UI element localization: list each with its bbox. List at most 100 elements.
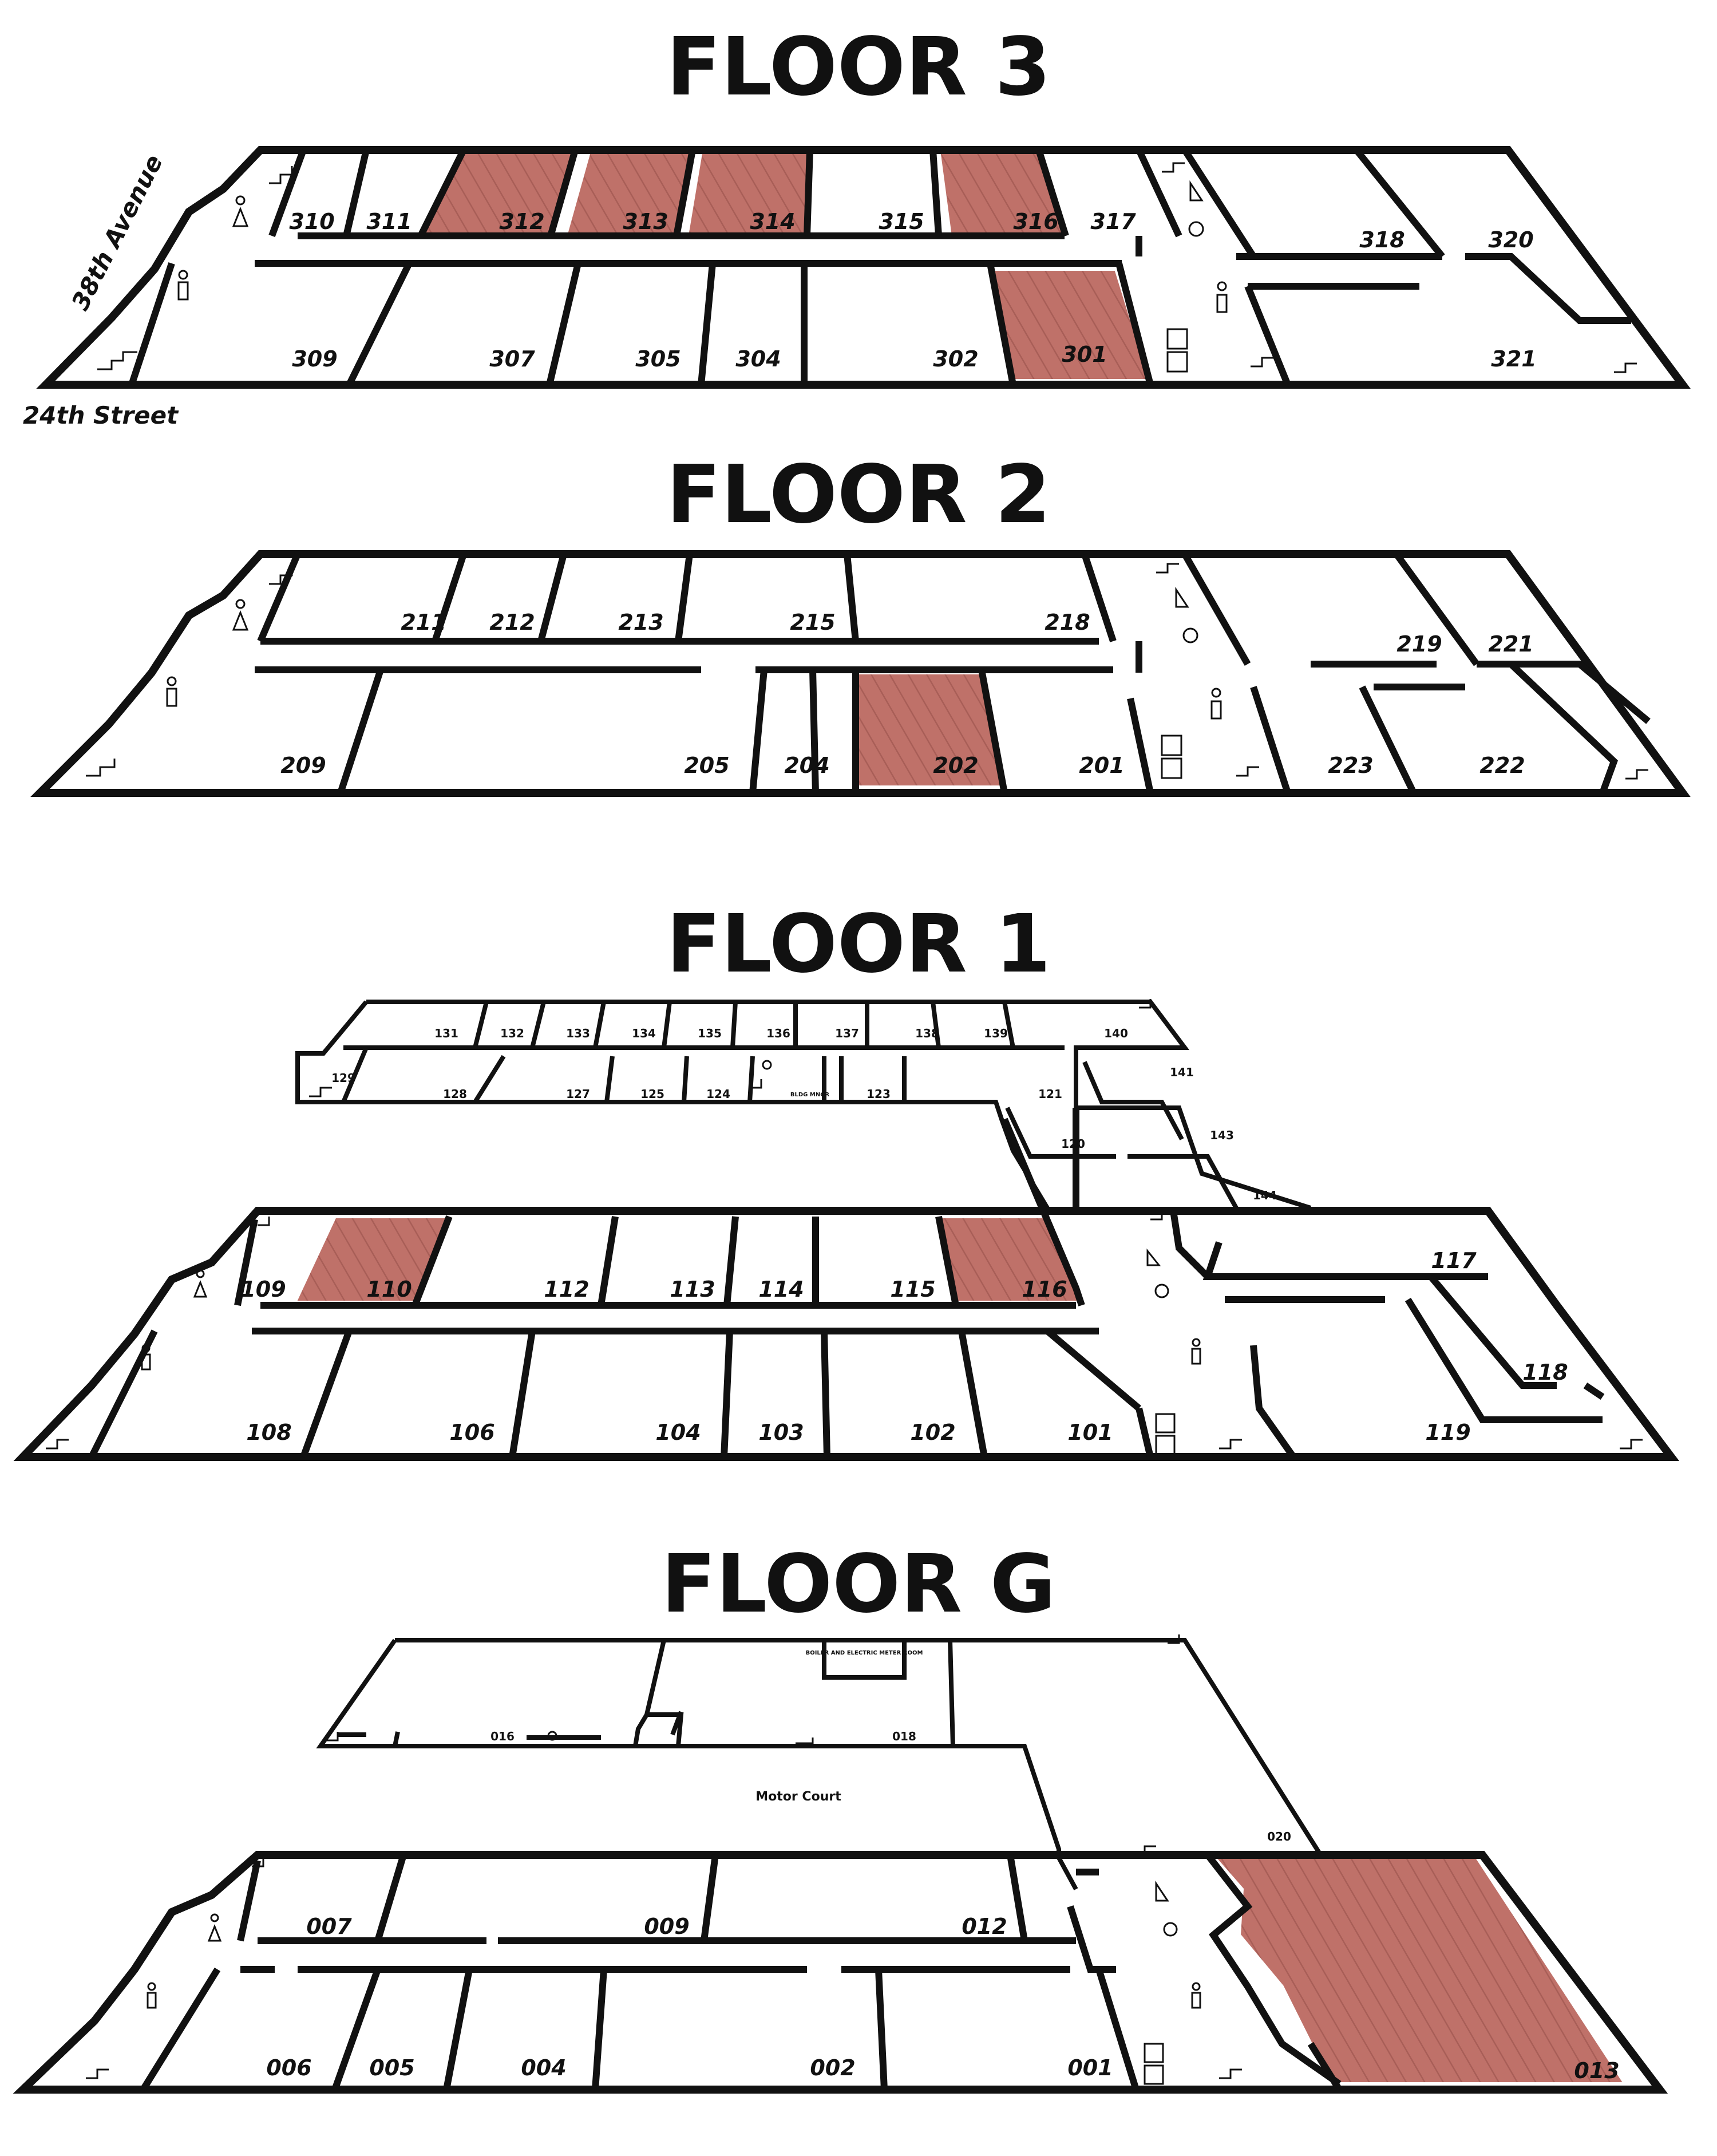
room-118-label: 118: [1522, 1360, 1568, 1385]
room-204-label: 204: [784, 753, 829, 778]
floor-1-connector-walls: [1001, 1108, 1141, 1411]
room-114-label: 114: [758, 1277, 804, 1302]
room-301-label: 301: [1062, 342, 1107, 367]
room-115-label: 115: [890, 1277, 935, 1302]
restroom-icon: [141, 1344, 151, 1371]
floor-3-title: FLOOR 3: [666, 21, 1051, 114]
floor-g-upper-details: [338, 1711, 683, 1747]
room-104-label: 104: [655, 1420, 701, 1445]
room-222-label: 222: [1479, 753, 1525, 778]
room-136-label: 136: [766, 1026, 790, 1040]
restroom-icon: [1191, 1338, 1201, 1365]
stairs-icon: [1219, 2068, 1242, 2079]
room-309-label: 309: [292, 346, 337, 372]
room-143-label: 143: [1210, 1128, 1234, 1142]
room-113-label: 113: [670, 1277, 715, 1302]
stairs-icon: [1139, 999, 1152, 1009]
floor-3: FLOOR 3 310 311 312 313 314 315 316: [23, 21, 1691, 429]
floor-g-lower-dividers-bottom: [140, 1967, 1343, 2092]
room-307-label: 307: [489, 346, 535, 372]
room-313-label: 313: [623, 209, 668, 234]
floor-3-corridor-walls: [255, 232, 1631, 324]
room-007-label: 007: [306, 1914, 352, 1939]
room-314-label: 314: [750, 209, 795, 234]
stairs-icon: [1156, 563, 1179, 574]
room-219-label: 219: [1396, 631, 1442, 657]
restroom-icon: [232, 195, 249, 227]
room-202-label: 202: [933, 753, 978, 778]
stairs-icon: [1219, 1439, 1242, 1450]
floor-2-room-dividers-top: [257, 552, 1618, 795]
room-221-label: 221: [1488, 631, 1533, 657]
restroom-icon: [207, 1913, 222, 1942]
room-106-label: 106: [449, 1420, 494, 1445]
room-315-label: 315: [879, 209, 924, 234]
room-304-label: 304: [735, 346, 781, 372]
floor-2: FLOOR 2 211 212 213 215 218 219 221 209 …: [30, 448, 1691, 797]
stairs-icon: [309, 1087, 332, 1097]
floor-1-lower-outline: [13, 1207, 1680, 1461]
room-124-label: 124: [706, 1087, 730, 1101]
floor-g: FLOOR G BOILER AND ELECTRIC METER ROOM 0…: [13, 1538, 1668, 2094]
floor-3-room-dividers-top: [268, 148, 1445, 259]
room-131-label: 131: [434, 1026, 458, 1040]
room-138-label: 138: [915, 1026, 939, 1040]
room-013-label: 013: [1574, 2058, 1619, 2083]
room-305-label: 305: [635, 346, 681, 372]
room-212-label: 212: [489, 610, 535, 635]
accessible-restroom-icon: [1188, 180, 1204, 237]
accessible-restroom-icon: [1146, 1248, 1169, 1298]
floor-2-outline: [30, 550, 1691, 797]
floor-g-lower-corridor-walls: [240, 1853, 1342, 2087]
restroom-icon: [1216, 281, 1228, 313]
room-020-label: 020: [1267, 1830, 1291, 1843]
floor-1: FLOOR 1 131 132 133 134 135 13: [13, 898, 1680, 1461]
stairs-icon: [326, 1732, 339, 1742]
stairs-icon: [252, 1858, 264, 1867]
room-129-label: 129: [331, 1071, 355, 1085]
room-209-label: 209: [280, 753, 326, 778]
room-137-label: 137: [835, 1026, 859, 1040]
room-121-label: 121: [1038, 1087, 1062, 1101]
room-128-label: 128: [443, 1087, 467, 1101]
floor-2-title: FLOOR 2: [666, 448, 1051, 542]
stairs-icon: [1168, 1634, 1180, 1644]
room-103-label: 103: [758, 1420, 804, 1445]
room-316-label: 316: [1013, 209, 1058, 234]
stairs-icon: [46, 1439, 69, 1450]
room-312-label: 312: [499, 209, 544, 234]
room-132-label: 132: [500, 1026, 524, 1040]
room-205-label: 205: [684, 753, 729, 778]
stairs-icon: [86, 759, 116, 777]
floor-1-upper-dividers: [473, 1001, 1239, 1209]
stairs-icon: [1614, 362, 1637, 373]
room-320-label: 320: [1488, 227, 1533, 252]
floor-2-room-dividers-bottom: [337, 669, 1417, 795]
floor-3-outline: [36, 146, 1691, 389]
room-141-label: 141: [1170, 1065, 1194, 1079]
stairs-icon: [1133, 1845, 1156, 1856]
room-116-label: 116: [1022, 1277, 1067, 1302]
room-109-label: 109: [240, 1277, 286, 1302]
room-002-label: 002: [810, 2055, 855, 2080]
floor-1-upper-corridor: [341, 1045, 1065, 1103]
room-321-label: 321: [1491, 346, 1536, 372]
restroom-icon: [166, 676, 177, 707]
boiler-room-label: BOILER AND ELECTRIC METER ROOM: [806, 1650, 923, 1656]
restroom-icon: [1191, 1982, 1201, 2009]
room-112-label: 112: [544, 1277, 589, 1302]
floor-g-title: FLOOR G: [661, 1538, 1055, 1631]
room-144-label: 144: [1253, 1188, 1277, 1202]
floor-1-upper-outline: [366, 1000, 1312, 1210]
room-013-highlight[interactable]: [1209, 1855, 1629, 2086]
room-016-label: 016: [490, 1729, 515, 1743]
room-127-label: 127: [566, 1087, 590, 1101]
floor-1-lower-dividers-bottom: [88, 1329, 1154, 1459]
room-117-label: 117: [1431, 1248, 1477, 1273]
restroom-icon: [147, 1982, 157, 2009]
floor-g-lower-dividers-top: [237, 1854, 1116, 1973]
motor-court-label: Motor Court: [755, 1790, 841, 1804]
stairs-icon: [97, 351, 137, 370]
room-133-label: 133: [566, 1026, 590, 1040]
